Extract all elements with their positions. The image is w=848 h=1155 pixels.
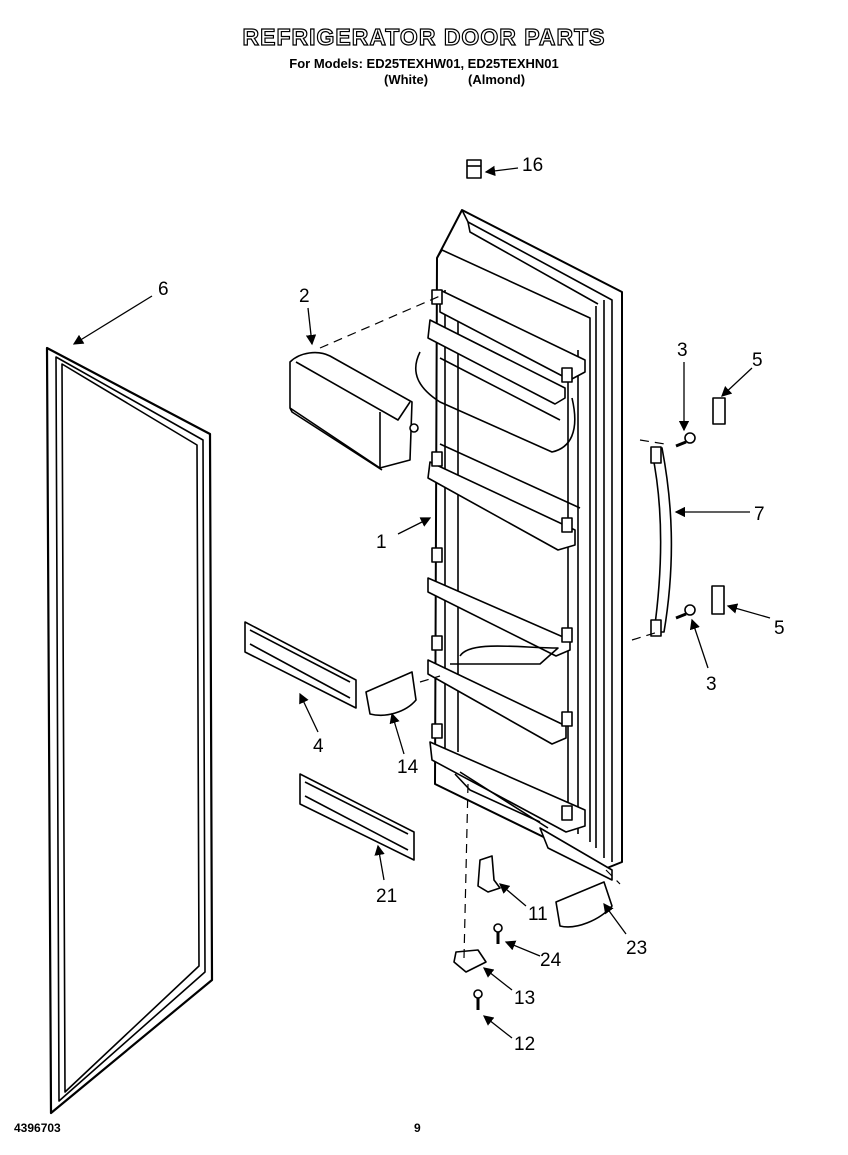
handle-screw-upper: [675, 432, 696, 448]
bottom-hinge: [477, 855, 501, 893]
color-almond-label: (Almond): [468, 72, 526, 87]
callout-2: 2: [299, 286, 310, 307]
callout-5-upper: 5: [752, 350, 763, 371]
door-handle: [650, 446, 673, 637]
callout-13: 13: [514, 988, 535, 1009]
callout-14: 14: [397, 757, 419, 778]
top-hinge-pin: [466, 159, 482, 179]
callout-1: 1: [376, 532, 387, 553]
callout-11: 11: [528, 904, 548, 925]
lower-bottle-retainer-bar: [299, 773, 415, 861]
callout-24: 24: [540, 950, 562, 971]
callout-16: 16: [522, 155, 543, 176]
callout-6: 6: [158, 279, 169, 300]
page-title: REFRIGERATOR DOOR PARTS: [242, 23, 606, 50]
refrigerator-door: [415, 209, 623, 881]
hinge-screw: [493, 923, 503, 944]
dairy-compartment-door: [289, 351, 419, 471]
hinge-bolt: [473, 989, 483, 1010]
door-gasket: [45, 346, 214, 1115]
hinge-bracket: [453, 949, 487, 973]
callout-23: 23: [626, 938, 647, 959]
shelf-end-cap: [365, 671, 417, 716]
callout-21: 21: [376, 886, 397, 907]
callout-3-lower: 3: [706, 674, 717, 695]
callout-5-lower: 5: [774, 618, 785, 639]
color-white-label: (White): [384, 72, 429, 87]
handle-screw-lower: [675, 604, 696, 620]
document-number: 4396703: [14, 1121, 61, 1135]
callout-3-upper: 3: [677, 340, 688, 361]
bottle-retainer-bar: [244, 621, 357, 709]
handle-end-cap-lower: [711, 585, 725, 615]
callout-4: 4: [313, 736, 324, 757]
callout-7: 7: [754, 504, 765, 525]
models-line: For Models: ED25TEXHW01, ED25TEXHN01: [289, 56, 559, 71]
handle-end-cap-upper: [712, 397, 726, 425]
page-number: 9: [414, 1121, 421, 1135]
callout-12: 12: [514, 1034, 535, 1055]
